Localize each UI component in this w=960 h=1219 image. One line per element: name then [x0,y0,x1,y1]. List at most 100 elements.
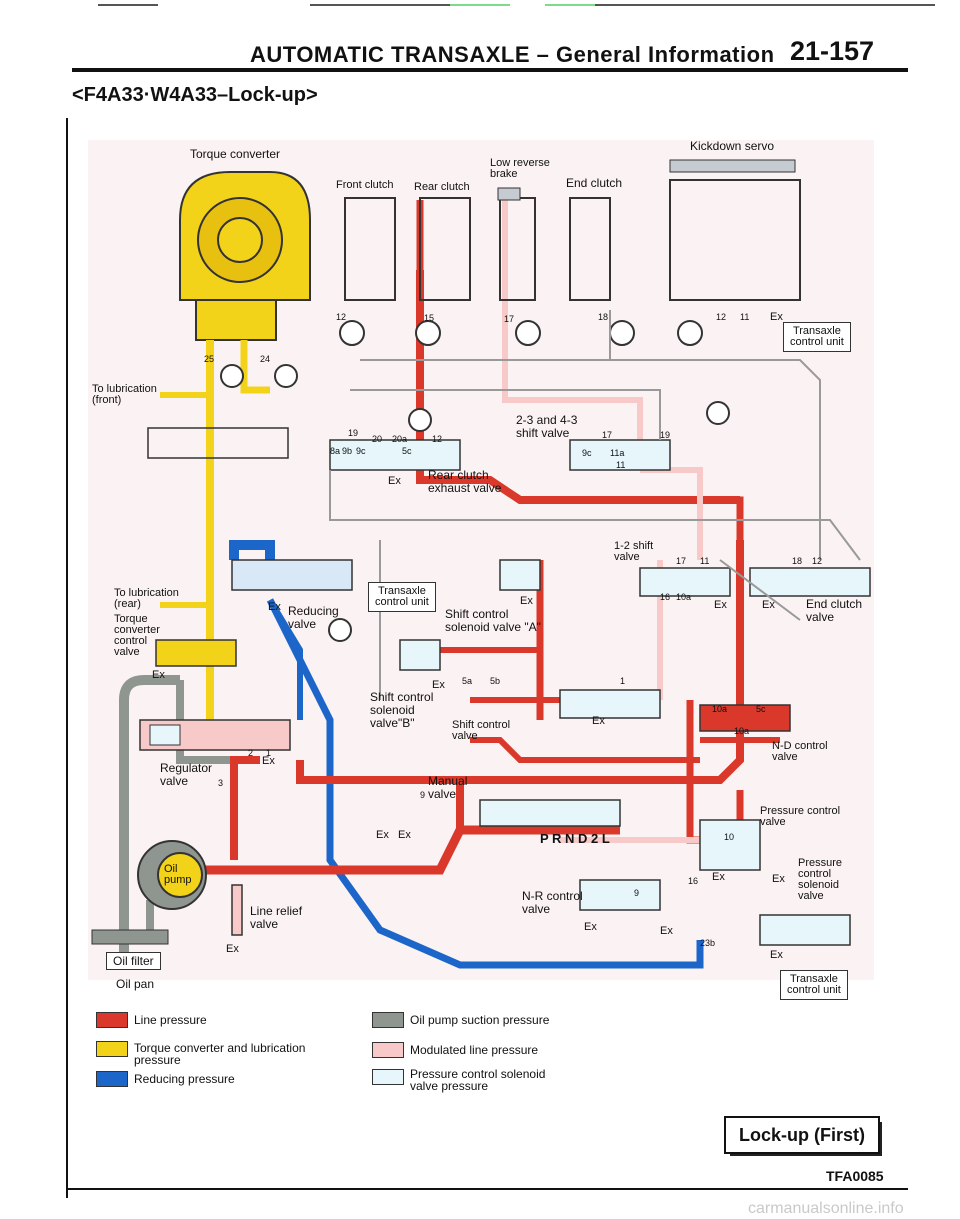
port-number: 1 [266,748,272,758]
exhaust-label: Ex [772,873,785,885]
end-clutch-label: End clutch [566,176,623,190]
port-number: 1 [620,676,626,686]
oil-pump-label: Oil pump [164,863,192,886]
orifice-symbols [220,320,730,642]
nd-control-valve-label: N-D control valve [772,740,828,763]
end-clutch-valve-label: End clutch valve [806,597,863,624]
port-number: 18 [792,556,803,566]
port-number: 9c [582,448,592,458]
prnd2l-label: P R N D 2 L [540,831,610,846]
exhaust-label: Ex [762,599,775,611]
line-relief-valve-label: Line relief valve [250,904,303,931]
port-number: 5c [756,704,766,714]
shift-valve-12-label: 1-2 shift valve [614,540,654,563]
port-number: 3 [218,778,224,788]
port-number: 5a [462,676,473,686]
exhaust-label: Ex [584,921,597,933]
port-number: 19 [348,428,359,438]
legend-swatch-suction [372,1012,404,1028]
reducing-valve-body [231,559,353,591]
port-number: 12 [336,312,347,322]
rear-clutch-exhaust-valve-label: Rear clutch exhaust valve [428,468,502,495]
port-number: 11 [700,556,710,566]
top-decor-line [310,4,450,6]
low-reverse-brake-label: Low reverse brake [490,157,550,180]
reducing-pipe [266,598,704,969]
shift-solenoid-a-label: Shift control solenoid valve "A" [445,607,541,634]
valve-bodies [231,439,871,946]
legend-label: Reducing pressure [134,1072,235,1086]
exhaust-label: Ex [262,755,275,767]
nr-control-valve-label: N-R control valve [522,889,583,916]
exhaust-label: Ex [226,943,239,955]
kickdown-servo-hatch [669,159,796,173]
oil-pump-shape [137,840,207,910]
section-title: <F4A33·W4A33–Lock-up> [72,84,318,106]
port-number: 2 [248,748,254,758]
port-number: 9 [634,888,640,898]
legend-label: Oil pump suction pressure [410,1013,550,1027]
port-number: 23b [700,938,716,948]
exhaust-label: Ex [152,669,165,681]
exhaust-label: Ex [660,925,673,937]
exhaust-label: Ex [432,679,445,691]
exhaust-label: Ex [770,311,783,323]
port-number: 12 [716,312,727,322]
exhaust-label: Ex [714,599,727,611]
front-clutch-label: Front clutch [336,179,394,191]
oil-filter-label: Oil filter [106,952,161,970]
tcu-bottom-label: Transaxle control unit [780,970,848,1000]
legend-swatch-reducing [96,1071,128,1087]
port-number: 9 [420,790,426,800]
port-number: 8a [330,446,341,456]
port-number: 17 [504,314,515,324]
exhaust-label: Ex [398,829,411,841]
top-decor-line [450,4,510,6]
port-number: 10a [712,704,728,714]
port-number: 20 [372,434,383,444]
reducing-pipe [229,540,275,560]
regulator-valve-label: Regulator valve [160,761,213,788]
clutch-outlines [344,179,801,301]
port-number: 25 [204,354,215,364]
lubrication-front-label: To lubrication (front) [92,383,157,406]
tc-control-valve-body [155,639,237,667]
legend-label: Modulated line pressure [410,1043,539,1057]
tcu-mid-label: Transaxle control unit [368,582,436,612]
port-number: 9b [342,446,353,456]
port-number: 10 [724,832,735,842]
torque-converter-label: Torque converter [190,147,281,161]
header-rule [72,68,908,72]
port-number: 24 [260,354,271,364]
port-number: 11 [616,460,626,470]
page-number: 21-157 [790,36,875,66]
port-number: 15 [424,313,435,323]
port-number: 16 [688,876,699,886]
legend-swatch-line-pressure [96,1012,128,1028]
port-number: 11 [740,312,750,322]
torque-converter-shape [179,171,311,341]
port-number: 18 [598,312,609,322]
watermark: carmanualsonline.info [748,1200,904,1217]
rear-clutch-label: Rear clutch [414,181,470,193]
shift-valve-23-43-label: 2-3 and 4-3 shift valve [516,413,578,440]
port-number: 12 [812,556,823,566]
top-decor-line [98,4,158,6]
top-decor-line [545,4,595,6]
port-number: 10a [734,726,750,736]
exhaust-label: Ex [376,829,389,841]
torque-converter-pipe [240,340,270,394]
exhaust-label: Ex [592,715,605,727]
left-margin-rule [66,118,68,1198]
exhaust-label: Ex [388,475,401,487]
exhaust-label: Ex [268,601,281,613]
exhaust-label: Ex [520,595,533,607]
port-number: 16 [660,592,671,602]
regulator-spring [149,724,181,746]
top-decor-line [595,4,935,6]
page-title: AUTOMATIC TRANSAXLE – General Informatio… [250,42,775,67]
legend-swatch-torque-converter [96,1041,128,1057]
suction-pipe [119,675,180,960]
reducing-pipe [267,598,303,720]
